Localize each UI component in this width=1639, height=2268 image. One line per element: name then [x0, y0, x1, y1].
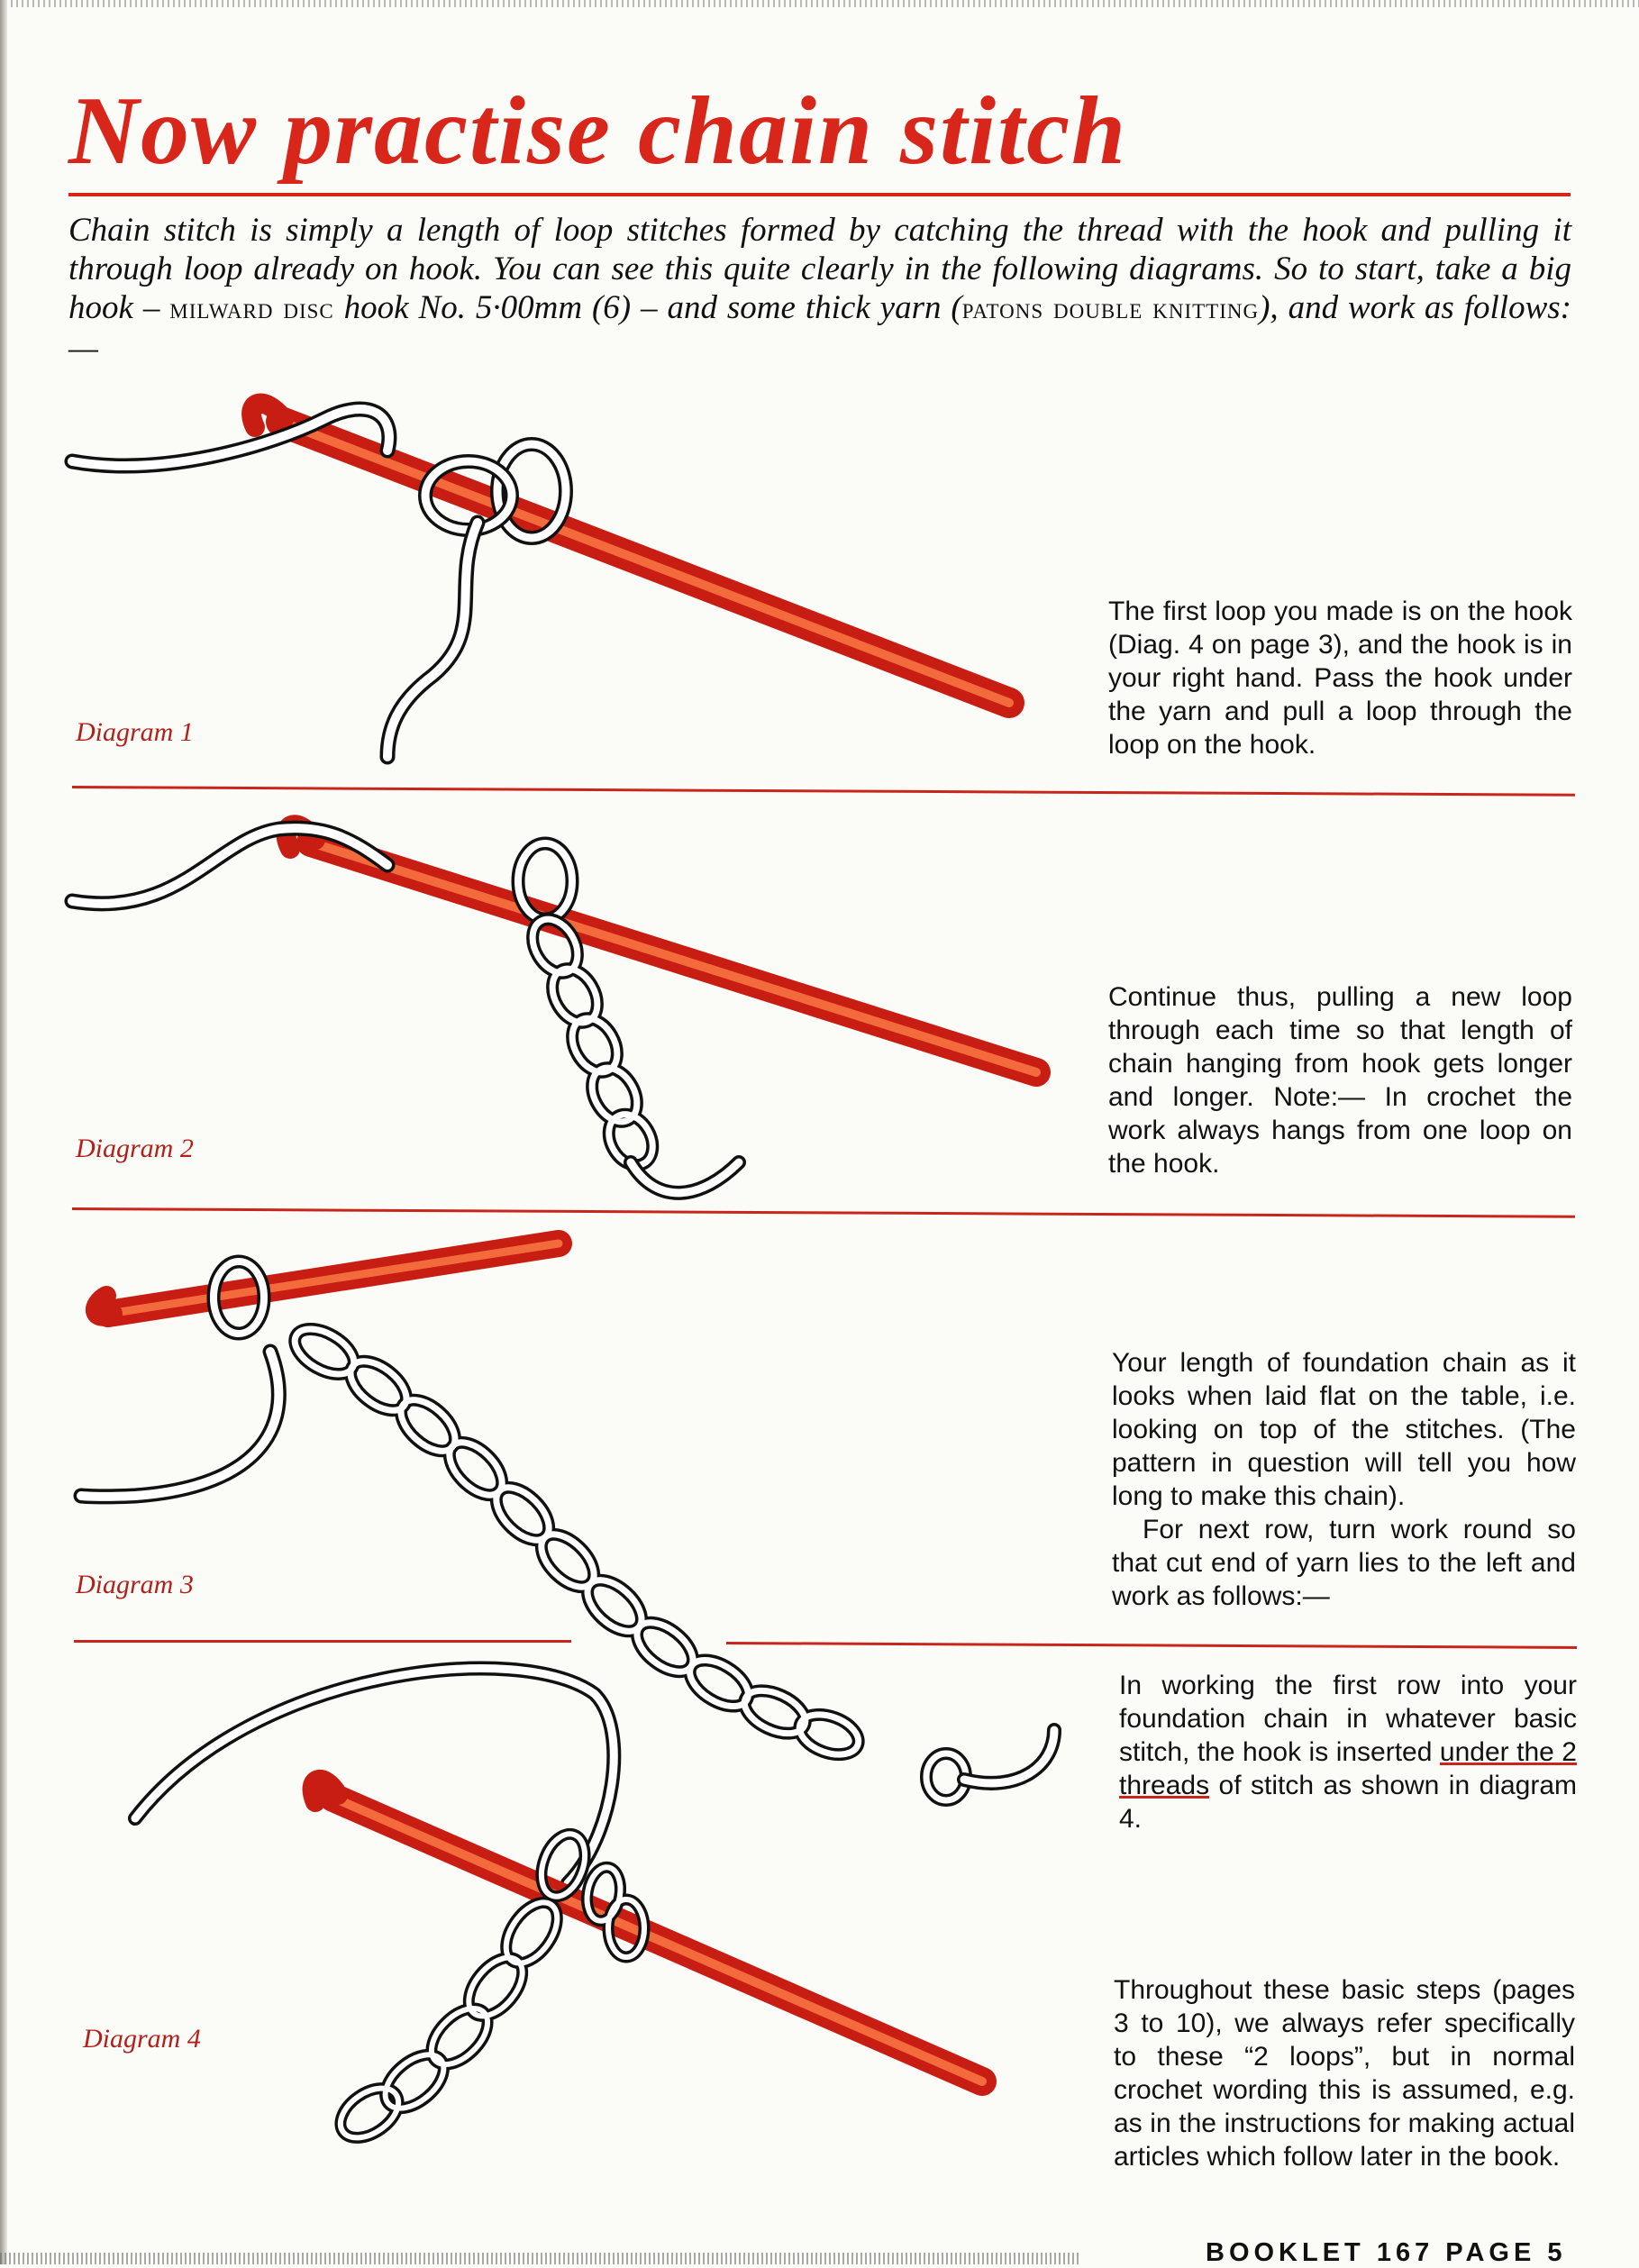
- intro-text-2: hook No. 5·00mm (6) – and some thick yar…: [333, 289, 962, 326]
- divider-1: [71, 786, 1575, 797]
- page-title: Now practise chain stitch: [68, 77, 1128, 185]
- diagram-1-caption: The first loop you made is on the hook (…: [1108, 597, 1572, 760]
- page-edge-bottom: [0, 2253, 1081, 2264]
- title-rule: [68, 193, 1571, 196]
- diagram-1-illustration: [64, 393, 1024, 765]
- diagram-4-caption-start: In working the first row into your found…: [1119, 1671, 1577, 1767]
- divider-3-left: [74, 1640, 571, 1643]
- diagram-4-illustration: [128, 1661, 997, 2144]
- diagram-3-label: Diagram 3: [76, 1570, 194, 1599]
- intro-brand-hook: milward disc: [169, 293, 334, 325]
- diagram-2-caption: Continue thus, pulling a new loop throug…: [1108, 982, 1572, 1179]
- intro-text-1: Chain stitch is simply a length of loop …: [68, 212, 1571, 326]
- page-binding-edge: [0, 0, 7, 2264]
- page-edge-top: [0, 0, 1639, 7]
- page-footer: BOOKLET 167 PAGE 5: [1206, 2238, 1567, 2267]
- diagram-1-label: Diagram 1: [76, 717, 194, 747]
- diagram-4-note: Throughout these basic steps (pages 3 to…: [1114, 1975, 1575, 2172]
- diagram-3-illustration: [73, 1230, 1061, 1807]
- diagram-4-caption: In working the first row into your found…: [1119, 1669, 1577, 1835]
- intro-text-3: ), and work as follows:—: [68, 289, 1571, 367]
- diagram-4-label: Diagram 4: [83, 2024, 201, 2054]
- intro-paragraph: Chain stitch is simply a length of loop …: [68, 211, 1571, 368]
- diagram-2-label: Diagram 2: [76, 1134, 194, 1163]
- diagram-4-caption-end: of stitch as shown in diagram 4.: [1119, 1771, 1577, 1834]
- diagram-2-illustration: [64, 815, 1051, 1200]
- diagram-4-caption-underlined: under the 2 threads: [1119, 1737, 1577, 1800]
- intro-brand-yarn: patons double knitting: [961, 293, 1260, 325]
- diagram-3-caption: Your length of foundation chain as it lo…: [1112, 1348, 1576, 1611]
